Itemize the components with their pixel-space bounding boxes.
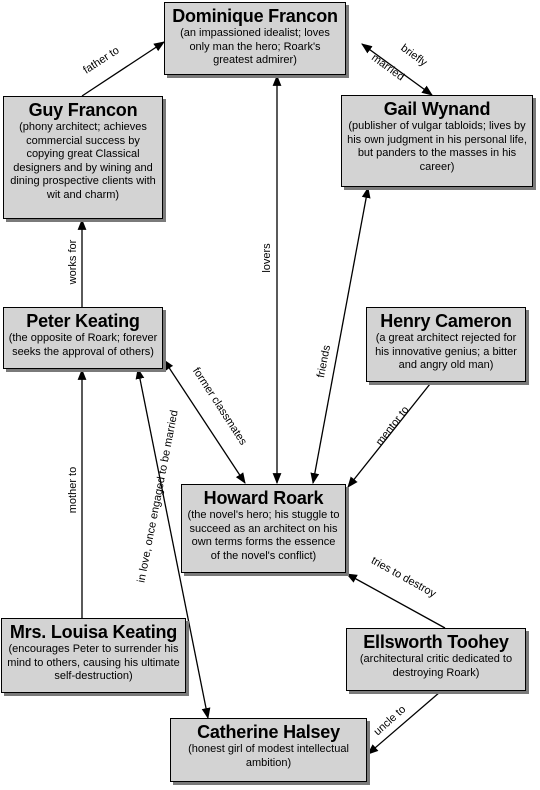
node-description: (encourages Peter to surrender his mind … bbox=[7, 643, 180, 682]
label-briefly: briefly bbox=[398, 42, 429, 69]
edge-tries-to-destroy bbox=[346, 573, 446, 629]
node-description: (honest girl of modest intellectual ambi… bbox=[188, 743, 349, 769]
node-name: Ellsworth Toohey bbox=[363, 632, 509, 652]
node-name: Henry Cameron bbox=[380, 311, 512, 331]
label-lovers: lovers bbox=[261, 243, 273, 273]
edge-married bbox=[361, 43, 433, 96]
edge-in-love bbox=[135, 367, 211, 720]
node-name: Gail Wynand bbox=[383, 99, 491, 119]
node-howard-roark: Howard Roark (the novel's hero; his stug… bbox=[181, 484, 346, 573]
edge-uncle-to bbox=[367, 691, 441, 755]
edge-mentor-to bbox=[347, 383, 431, 488]
label-uncle-to: uncle to bbox=[372, 703, 409, 738]
label-tries-to-destroy: tries to destroy bbox=[369, 555, 438, 601]
label-friends: friends bbox=[315, 344, 333, 379]
node-louisa-keating: Mrs. Louisa Keating (encourages Peter to… bbox=[1, 618, 186, 693]
node-dominique-francon: Dominique Francon (an impassioned ideali… bbox=[164, 2, 346, 75]
node-ellsworth-toohey: Ellsworth Toohey (architectural critic d… bbox=[346, 628, 526, 691]
label-mother-to: mother to bbox=[67, 467, 79, 513]
node-description: (phony architect; achieves commercial su… bbox=[10, 121, 156, 201]
node-catherine-halsey: Catherine Halsey (honest girl of modest … bbox=[170, 718, 367, 782]
edge-friends bbox=[310, 186, 371, 485]
node-description: (a great architect rejected for his inno… bbox=[375, 332, 517, 371]
node-name: Guy Francon bbox=[28, 100, 138, 120]
node-description: (publisher of vulgar tabloids; lives by … bbox=[347, 120, 527, 173]
label-former-classmates: former classmates bbox=[190, 365, 249, 447]
edge-father-to bbox=[81, 41, 165, 97]
node-description: (the opposite of Roark; forever seeks th… bbox=[8, 332, 158, 358]
node-peter-keating: Peter Keating (the opposite of Roark; fo… bbox=[3, 307, 163, 369]
label-in-love: in love, once engaged to be married bbox=[135, 409, 180, 584]
label-married: married bbox=[369, 52, 406, 84]
node-description: (the novel's hero; his stuggle to succee… bbox=[187, 509, 340, 562]
node-name: Dominique Francon bbox=[172, 6, 338, 26]
node-guy-francon: Guy Francon (phony architect; achieves c… bbox=[3, 96, 163, 219]
node-gail-wynand: Gail Wynand (publisher of vulgar tabloid… bbox=[341, 95, 533, 187]
node-description: (an impassioned idealist; loves only man… bbox=[180, 27, 330, 66]
node-name: Howard Roark bbox=[203, 488, 324, 508]
label-works-for: works for bbox=[67, 239, 79, 285]
node-name: Catherine Halsey bbox=[197, 722, 340, 742]
label-father-to: father to bbox=[81, 44, 121, 76]
node-name: Mrs. Louisa Keating bbox=[9, 622, 178, 642]
node-description: (architectural critic dedicated to destr… bbox=[359, 653, 513, 679]
node-name: Peter Keating bbox=[26, 311, 140, 331]
label-mentor-to: mentor to bbox=[374, 404, 412, 448]
node-henry-cameron: Henry Cameron (a great architect rejecte… bbox=[366, 307, 526, 382]
